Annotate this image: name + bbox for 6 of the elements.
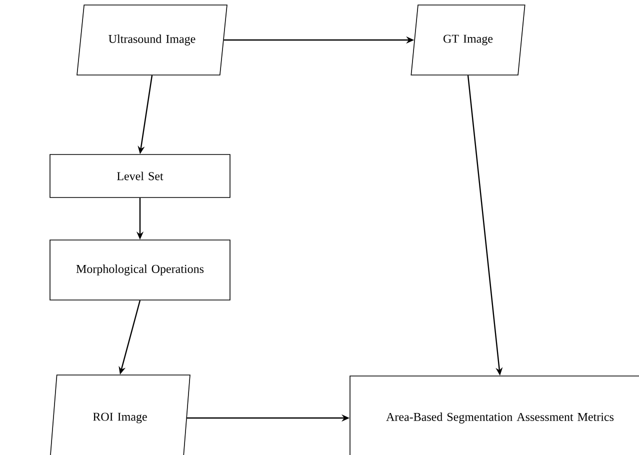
data-parallelogram: Ultrasound Image (76, 4, 228, 76)
process-box: Morphological Operations (50, 240, 230, 300)
process-box: Level Set (50, 154, 230, 198)
process-box: Area-Based Segmentation Assessment Metrics (350, 376, 639, 455)
data-parallelogram: ROI Image (50, 374, 190, 455)
data-parallelogram: GT Image (410, 4, 526, 76)
